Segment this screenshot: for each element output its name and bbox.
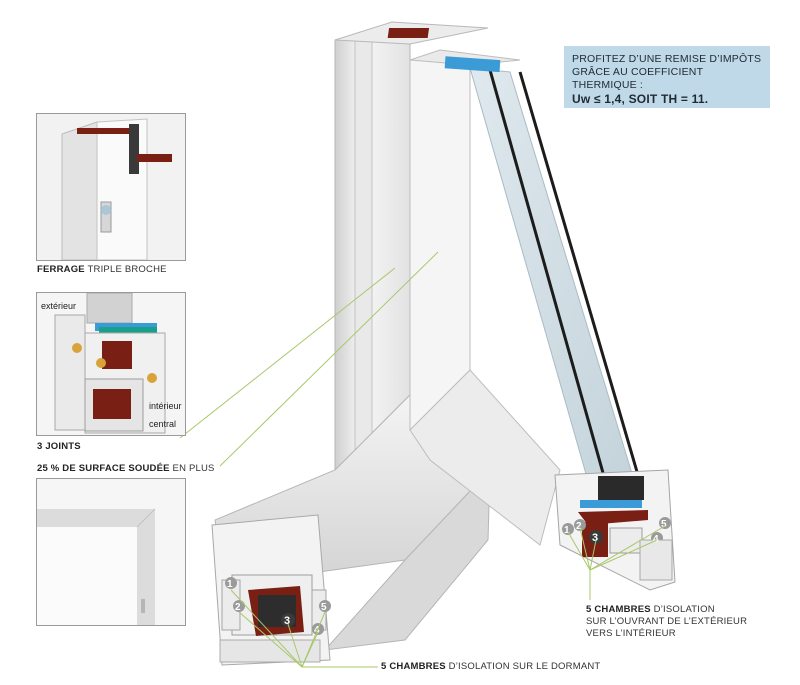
dormant-chamber-2: 2	[235, 602, 241, 613]
ouvrant-callout: 5 CHAMBRES D’ISOLATION SUR L’OUVRANT DE …	[586, 604, 747, 640]
ouvrant-callout-bold: 5 CHAMBRES	[586, 604, 651, 615]
double-glazing	[444, 56, 642, 501]
ouvrant-callout-line3: VERS L’INTÉRIEUR	[586, 628, 676, 639]
joint-label-exterieur: extérieur	[41, 301, 77, 311]
leader-lines	[179, 251, 666, 668]
joint-label-central: central	[149, 419, 177, 429]
ferrage-caption-rest: TRIPLE BROCHE	[84, 264, 167, 275]
dormant-chamber-3: 3	[284, 615, 290, 627]
ouvrant-chamber-1: 1	[564, 525, 570, 536]
ferrage-caption: FERRAGE TRIPLE BROCHE	[37, 264, 167, 275]
dormant-frame-vertical	[334, 21, 489, 472]
joint-label-interieur: intérieur	[149, 401, 182, 411]
ferrage-caption-bold: FERRAGE	[37, 264, 85, 275]
dormant-chamber-5: 5	[321, 602, 327, 613]
surface-caption-rest: EN PLUS	[169, 463, 215, 474]
ouvrant-callout-line2: SUR L’OUVRANT DE L’EXTÉRIEUR	[586, 616, 748, 627]
ouvrant-chamber-5: 5	[661, 519, 667, 530]
ferrage-inset-image	[36, 113, 186, 261]
ouvrant-chamber-4: 4	[653, 534, 659, 545]
tax-promo-box: PROFITEZ D’UNE REMISE D’IMPÔTS GRÂCE AU …	[564, 46, 770, 108]
promo-line-3: Uw ≤ 1,4, SOIT TH = 11.	[572, 92, 709, 106]
ouvrant-chamber-2: 2	[576, 521, 582, 532]
joints-caption-bold: 3 JOINTS	[37, 441, 81, 452]
weld-inset-image	[36, 478, 186, 626]
ouvrant-frame	[409, 49, 561, 546]
promo-line-1: PROFITEZ D’UNE REMISE D’IMPÔTS	[572, 53, 762, 65]
surface-caption-bold: 25 % DE SURFACE SOUDÉE	[37, 463, 170, 474]
dormant-callout-rest: D’ISOLATION SUR LE DORMANT	[445, 661, 601, 672]
ouvrant-callout-line1: D’ISOLATION	[650, 604, 715, 615]
ouvrant-section	[554, 469, 676, 591]
surface-caption: 25 % DE SURFACE SOUDÉE EN PLUS	[37, 463, 215, 474]
promo-line-2: GRÂCE AU COEFFICIENT THERMIQUE :	[572, 66, 703, 91]
dormant-chamber-1: 1	[227, 579, 233, 590]
dormant-callout-bold: 5 CHAMBRES	[381, 661, 446, 672]
ouvrant-chamber-3: 3	[592, 532, 598, 544]
joints-inset-image: extérieur intérieur central	[36, 292, 186, 436]
dormant-callout: 5 CHAMBRES D’ISOLATION SUR LE DORMANT	[381, 661, 600, 672]
joints-caption: 3 JOINTS	[37, 441, 81, 452]
